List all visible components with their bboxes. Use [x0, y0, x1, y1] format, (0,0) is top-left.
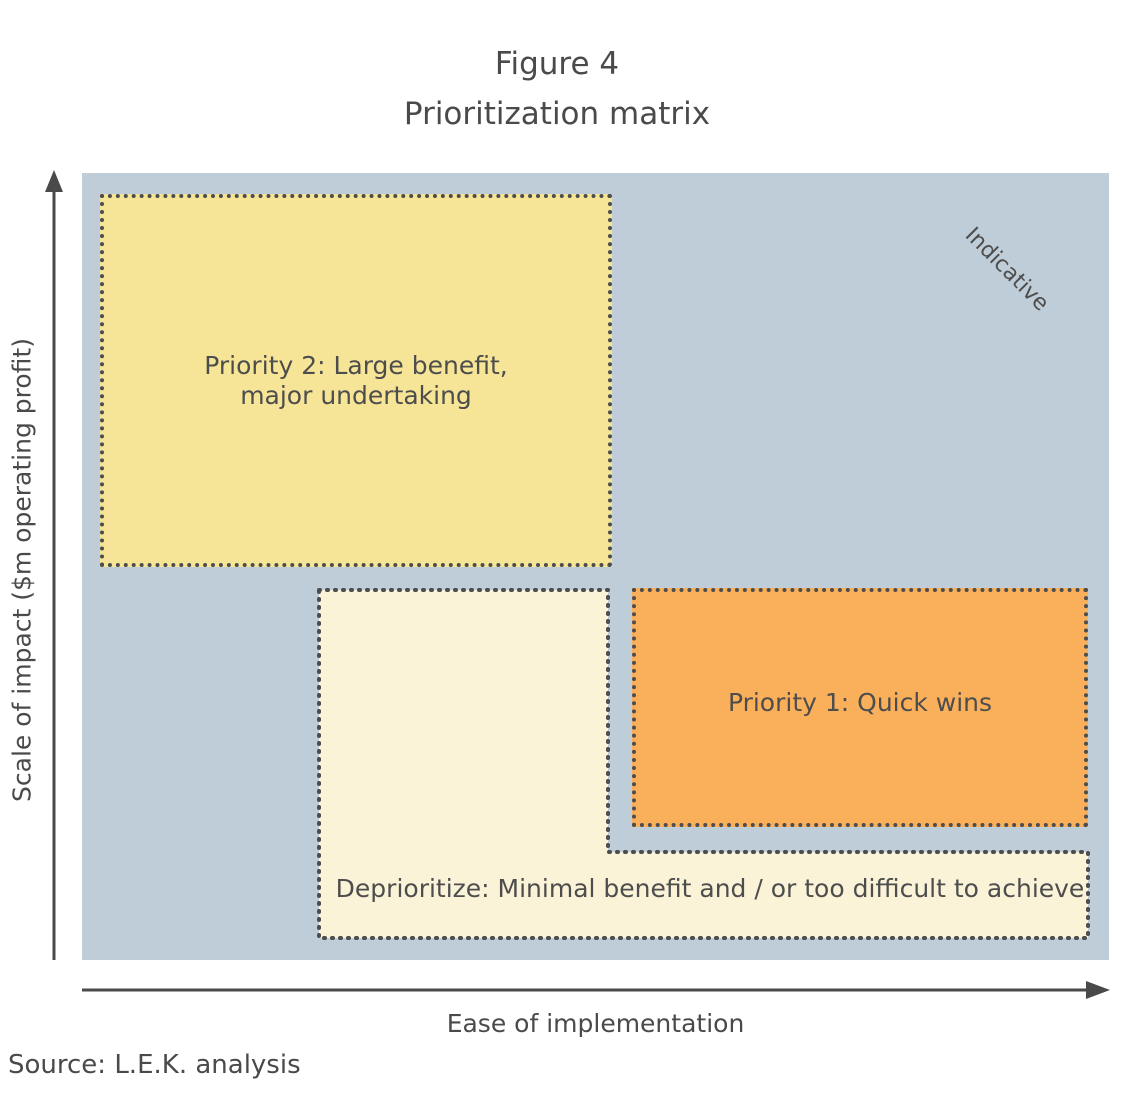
figure-title: Prioritization matrix — [403, 96, 711, 132]
x-axis-label: Ease of implementation — [446, 1009, 745, 1038]
deprioritize-label: Deprioritize: Minimal benefit and / or t… — [335, 874, 1085, 903]
source-note: Source: L.E.K. analysis — [8, 1050, 301, 1080]
priority-2-label-line2: major undertaking — [240, 381, 472, 410]
priority-1-box — [632, 588, 1088, 827]
priority-2-label-line1: Priority 2: Large benefit, — [204, 351, 508, 380]
priority-2-box — [100, 194, 612, 567]
figure-number: Figure 4 — [494, 46, 620, 82]
y-axis-label: Scale of impact ($m operating profit) — [7, 338, 37, 802]
priority-2-label: Priority 2: Large benefit, major underta… — [110, 351, 602, 411]
x-axis-arrow-icon — [1086, 981, 1110, 999]
y-axis-arrow-icon — [45, 170, 63, 192]
priority-1-label: Priority 1: Quick wins — [727, 688, 993, 717]
